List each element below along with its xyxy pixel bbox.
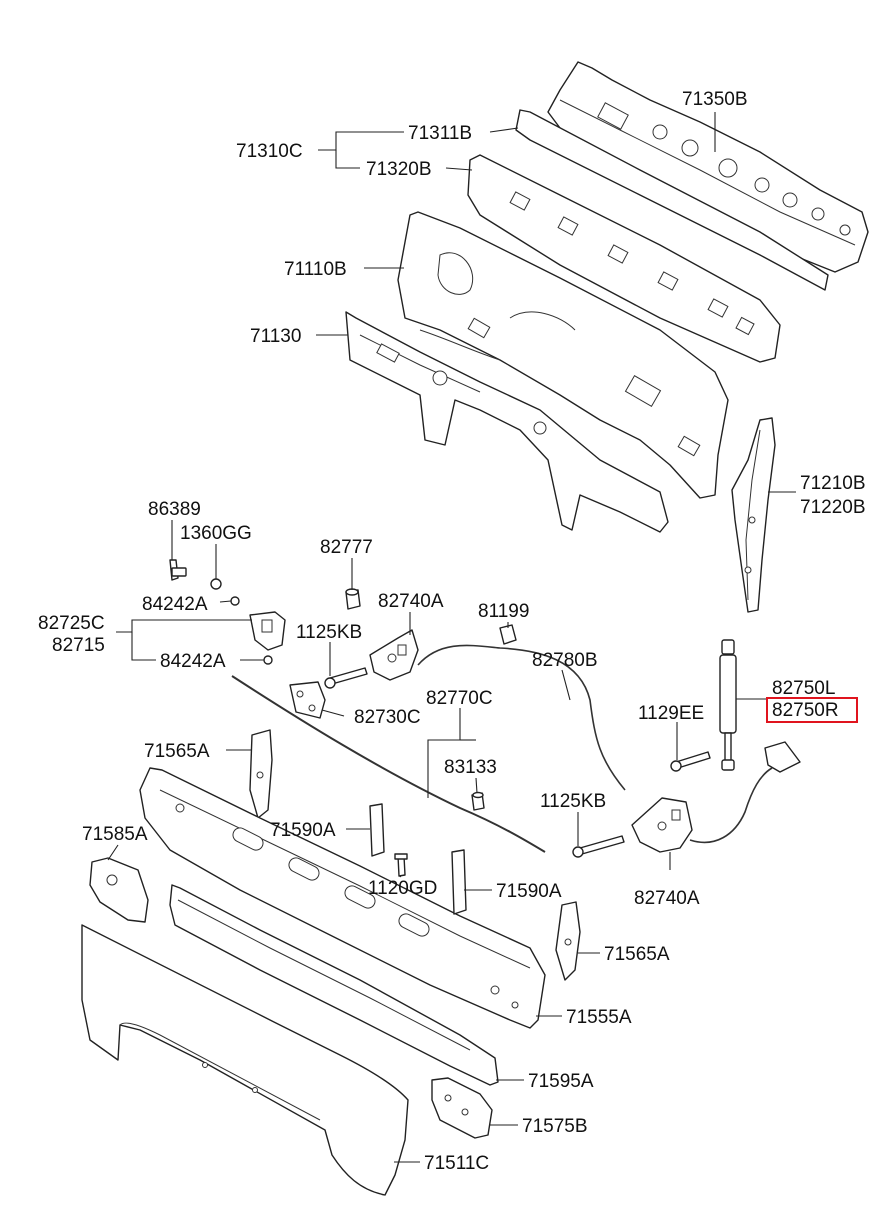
label-71555a[interactable]: 71555A [566, 1007, 632, 1028]
part-82740a-latch-bottom [631, 797, 693, 853]
part-82725c-bracket [249, 611, 286, 651]
part-71110b-back-panel [397, 211, 729, 499]
part-82750-gas-strut [719, 639, 737, 771]
part-71590a-bracket-right [451, 849, 467, 915]
part-lower-cable [689, 767, 773, 844]
label-1125kb-bottom[interactable]: 1125KB [540, 791, 606, 812]
label-82750r[interactable]: 82750R [772, 700, 839, 721]
label-71210b[interactable]: 71210B [800, 473, 866, 494]
label-71590a-left[interactable]: 71590A [270, 820, 336, 841]
part-71511c-lower-panel [81, 924, 409, 1196]
label-84242a-top[interactable]: 84242A [142, 594, 208, 615]
leader-lines [107, 112, 796, 1163]
label-82770c[interactable]: 82770C [426, 688, 493, 709]
label-82740a-top[interactable]: 82740A [378, 591, 444, 612]
part-83133-grommet [471, 791, 485, 811]
label-82715[interactable]: 82715 [52, 635, 105, 656]
label-81199[interactable]: 81199 [478, 601, 529, 622]
part-71575b-bracket [431, 1077, 493, 1139]
label-71110b[interactable]: 71110B [284, 259, 347, 280]
part-71130-inner-panel [345, 311, 669, 533]
label-71595a[interactable]: 71595A [528, 1071, 594, 1092]
part-71565a-bracket-right [555, 901, 581, 981]
label-71511c[interactable]: 71511C [424, 1153, 489, 1174]
part-82770c-rod [231, 675, 546, 853]
part-82780b-cable [417, 644, 626, 791]
part-strut-bracket [764, 741, 801, 773]
label-71311b[interactable]: 71311B [408, 123, 472, 144]
part-1125kb-bolt-bottom [572, 835, 625, 858]
part-82730c-plate [289, 681, 326, 719]
label-71310c[interactable]: 71310C [236, 141, 303, 162]
part-71350b-top-rail [547, 61, 869, 273]
part-82740a-latch-top [369, 629, 419, 681]
label-82750l[interactable]: 82750L [772, 678, 835, 699]
label-1125kb-top[interactable]: 1125KB [296, 622, 362, 643]
part-71210b-pillar [731, 417, 776, 613]
part-71320b-lower-rail [467, 154, 781, 363]
part-71565a-bracket-left [249, 729, 273, 819]
part-71311b-strip [515, 109, 829, 291]
label-82777[interactable]: 82777 [320, 537, 373, 558]
label-82740a-bottom[interactable]: 82740A [634, 888, 700, 909]
label-82725c[interactable]: 82725C [38, 613, 105, 634]
part-82777-bumper [345, 588, 361, 610]
part-1120gd-bolt [394, 853, 408, 877]
label-84242a-bottom[interactable]: 84242A [160, 651, 226, 672]
label-71575b[interactable]: 71575B [522, 1116, 588, 1137]
label-1129ee[interactable]: 1129EE [638, 703, 704, 724]
part-1360gg-nut [210, 578, 222, 590]
label-71320b[interactable]: 71320B [366, 159, 432, 180]
label-82730c[interactable]: 82730C [354, 707, 421, 728]
label-83133[interactable]: 83133 [444, 757, 497, 778]
label-71590a-right[interactable]: 71590A [496, 881, 562, 902]
part-71555a-crossmember [139, 767, 546, 1029]
part-86389-bolt [169, 559, 187, 581]
part-1125kb-bolt-top [324, 667, 368, 689]
label-1360gg[interactable]: 1360GG [180, 523, 252, 544]
label-86389[interactable]: 86389 [148, 499, 201, 520]
part-71585a-bracket [89, 857, 149, 923]
label-71565a-left[interactable]: 71565A [144, 741, 210, 762]
highlight-box-82750r [766, 697, 858, 723]
label-71565a-right[interactable]: 71565A [604, 944, 670, 965]
label-71220b[interactable]: 71220B [800, 497, 866, 518]
part-71590a-bracket-left [369, 803, 385, 857]
label-71585a[interactable]: 71585A [82, 824, 148, 845]
label-1120gd[interactable]: 1120GD [368, 878, 437, 899]
label-71130[interactable]: 71130 [250, 326, 301, 347]
label-82780b[interactable]: 82780B [532, 650, 598, 671]
part-71595a-strip [169, 884, 499, 1086]
part-1129ee-bolt [670, 751, 711, 772]
label-71350b[interactable]: 71350B [682, 89, 748, 110]
